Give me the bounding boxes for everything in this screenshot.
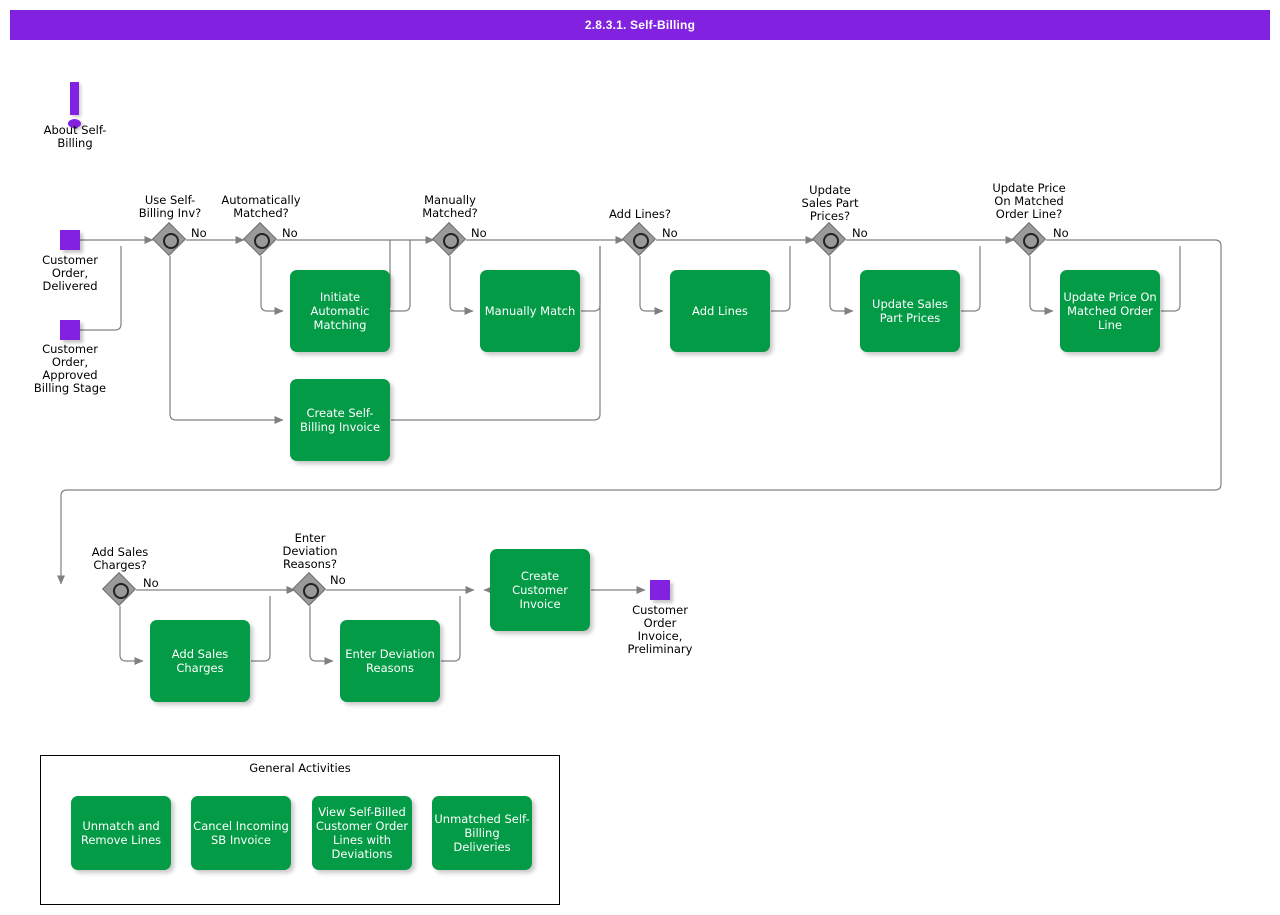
decision-ring-icon [1023,233,1039,249]
activity-create-customer-invoice[interactable]: Create Customer Invoice [490,549,590,631]
activity-update-sales-part-prices[interactable]: Update Sales Part Prices [860,270,960,352]
general-activities-title: General Activities [249,761,351,775]
exclamation-dot-icon [68,119,81,128]
decision-add-lines-label: Add Lines? [609,207,671,221]
start-node-customer-order-delivered[interactable] [60,230,80,250]
activity-enter-deviation-reasons[interactable]: Enter Deviation Reasons [340,620,440,702]
decision-use-self-billing-inv-label: Use Self- Billing Inv? [138,193,202,220]
decision-add-sales-charges[interactable] [102,572,136,606]
about-self-billing-note[interactable] [64,82,86,130]
decision-ring-icon [443,233,459,249]
activity-manually-match[interactable]: Manually Match [480,270,580,352]
decision-update-sales-part-prices[interactable] [812,222,846,256]
decision-ring-icon [303,583,319,599]
decision-use-self-billing-inv[interactable] [152,222,186,256]
start-node-customer-order-approved-billing-stage-label: Customer Order, Approved Billing Stage [33,342,107,395]
activity-add-lines[interactable]: Add Lines [670,270,770,352]
decision-manually-matched-branch-no: No [471,226,487,240]
page-header: 2.8.3.1. Self-Billing [10,10,1270,40]
decision-automatically-matched-branch-no: No [282,226,298,240]
decision-enter-deviation-reasons-label: Enter Deviation Reasons? [282,531,338,571]
start-node-customer-order-delivered-label: Customer Order, Delivered [42,253,98,293]
decision-use-self-billing-inv-branch-no: No [191,226,207,240]
decision-add-lines-branch-no: No [662,226,678,240]
decision-update-sales-part-prices-branch-no: No [852,226,868,240]
decision-enter-deviation-reasons-branch-no: No [330,573,346,587]
page-title: 2.8.3.1. Self-Billing [584,18,696,32]
decision-add-sales-charges-branch-no: No [143,576,159,590]
activity-unmatched-self-billing-deliveries[interactable]: Unmatched Self- Billing Deliveries [432,796,532,870]
decision-ring-icon [163,233,179,249]
general-activities-panel: General Activities Unmatch and Remove Li… [40,755,560,905]
decision-ring-icon [633,233,649,249]
decision-ring-icon [254,233,270,249]
activity-initiate-automatic-matching[interactable]: Initiate Automatic Matching [290,270,390,352]
activity-cancel-incoming-sb-invoice[interactable]: Cancel Incoming SB Invoice [191,796,291,870]
decision-ring-icon [113,583,129,599]
activity-unmatch-and-remove-lines[interactable]: Unmatch and Remove Lines [71,796,171,870]
decision-automatically-matched-label: Automatically Matched? [221,193,301,220]
decision-add-sales-charges-label: Add Sales Charges? [91,545,149,572]
decision-update-sales-part-prices-label: Update Sales Part Prices? [801,183,859,223]
end-node-customer-order-invoice-preliminary-label: Customer Order Invoice, Preliminary [627,603,693,656]
decision-manually-matched-label: Manually Matched? [422,193,478,220]
exclamation-icon [70,82,79,115]
decision-update-price-on-matched-order-line-branch-no: No [1053,226,1069,240]
decision-manually-matched[interactable] [432,222,466,256]
decision-update-price-on-matched-order-line[interactable] [1012,222,1046,256]
activity-update-price-on-matched-order-line[interactable]: Update Price On Matched Order Line [1060,270,1160,352]
about-self-billing-label: About Self- Billing [43,123,107,150]
decision-add-lines[interactable] [622,222,656,256]
activity-view-self-billed-customer-order-lines-with-deviations[interactable]: View Self-Billed Customer Order Lines wi… [312,796,412,870]
decision-ring-icon [823,233,839,249]
decision-enter-deviation-reasons[interactable] [292,572,326,606]
end-node-customer-order-invoice-preliminary[interactable] [650,580,670,600]
activity-add-sales-charges[interactable]: Add Sales Charges [150,620,250,702]
start-node-customer-order-approved-billing-stage[interactable] [60,320,80,340]
decision-update-price-on-matched-order-line-label: Update Price On Matched Order Line? [992,181,1066,221]
decision-automatically-matched[interactable] [243,222,277,256]
activity-create-self-billing-invoice[interactable]: Create Self- Billing Invoice [290,379,390,461]
